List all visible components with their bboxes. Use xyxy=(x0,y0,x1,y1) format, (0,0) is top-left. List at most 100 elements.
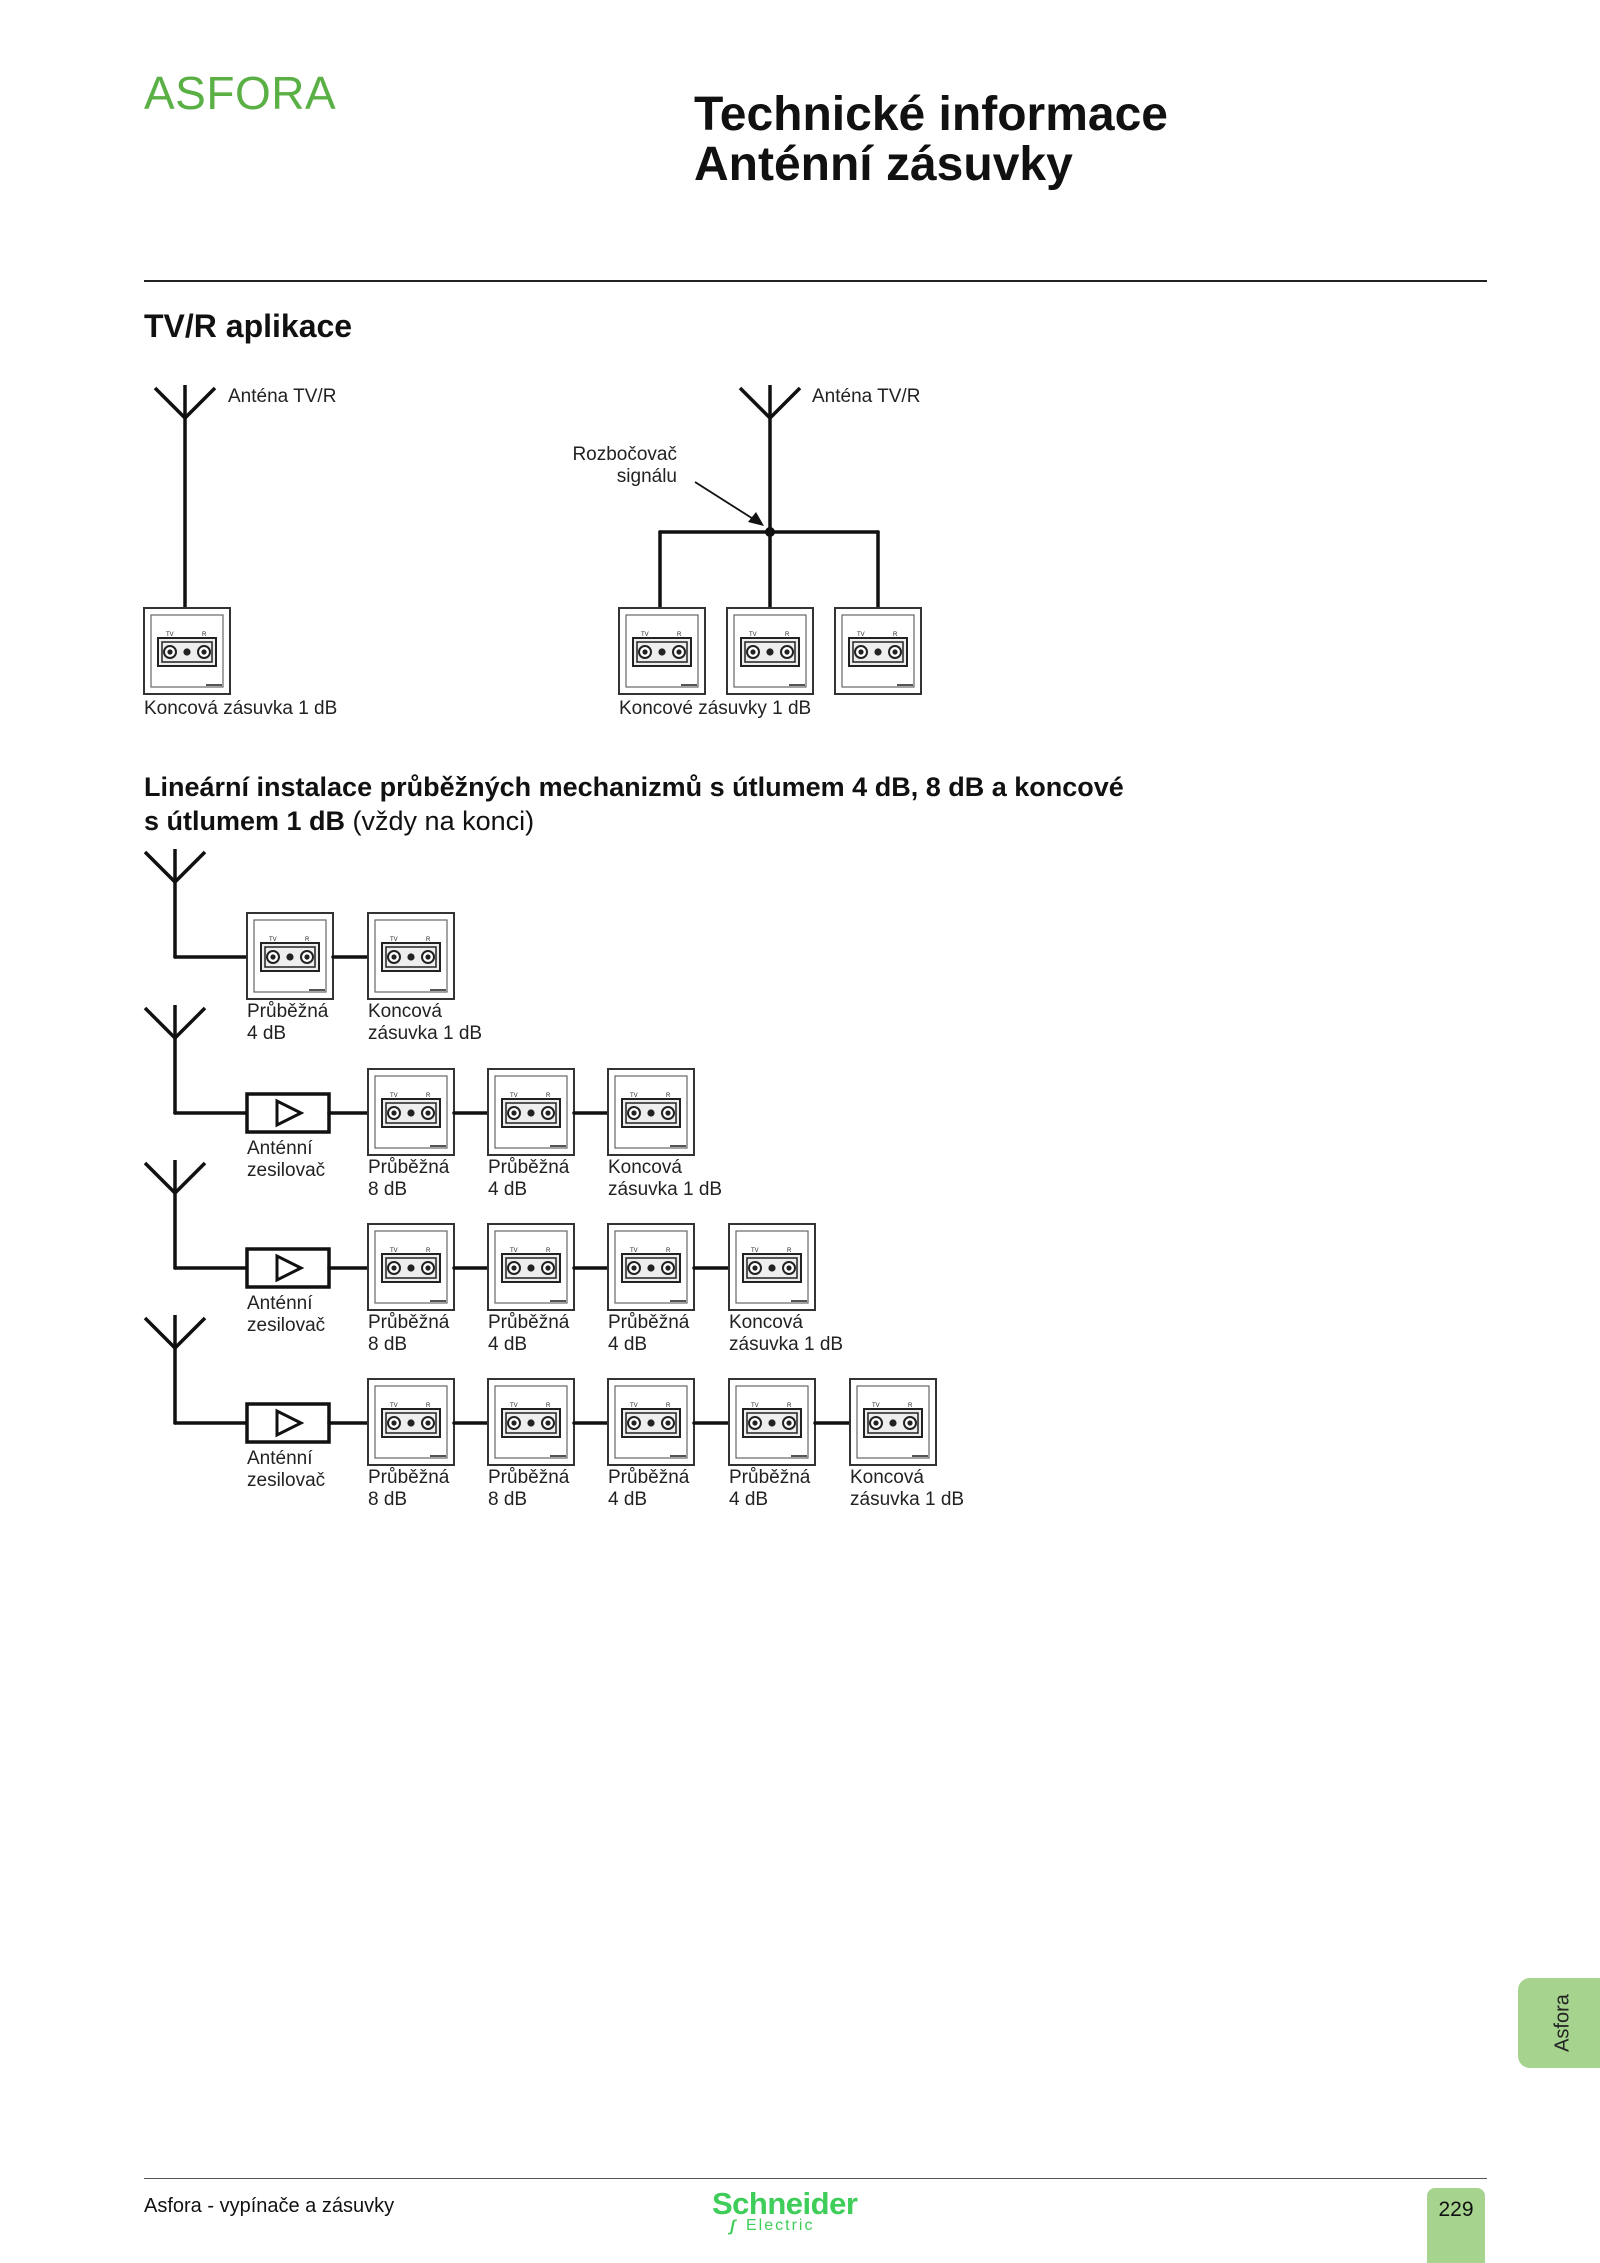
socket-label-r: R xyxy=(426,1248,431,1254)
socket-port-r-pin xyxy=(907,1420,913,1426)
amplifier-label-line2: zesilovač xyxy=(247,1470,325,1491)
logo-sub: Electric xyxy=(746,2217,815,2234)
socket-label-line1: Koncová xyxy=(608,1157,682,1178)
socket-port-r-pin xyxy=(665,1265,671,1271)
side-tab[interactable]: Asfora xyxy=(1518,1978,1600,2068)
socket-module-inner xyxy=(625,1412,677,1434)
socket-label-r: R xyxy=(908,1403,913,1409)
socket-label-r: R xyxy=(787,1248,792,1254)
socket-label-r: R xyxy=(305,937,310,943)
amplifier-label-line1: Anténní xyxy=(247,1138,313,1159)
socket-inner-frame xyxy=(253,919,327,993)
antenna-arm xyxy=(153,386,187,420)
page-title-line2: Anténní zásuvky xyxy=(694,138,1073,191)
socket-port-tv-pin xyxy=(391,1110,397,1116)
socket-port-center xyxy=(766,648,774,656)
socket-module-inner xyxy=(746,1257,798,1279)
socket-label-r: R xyxy=(787,1403,792,1409)
amplifier-label-line2: zesilovač xyxy=(247,1315,325,1336)
logo-mark-icon: ʃ xyxy=(730,2218,736,2235)
socket-label-line2: 4 dB xyxy=(729,1489,768,1510)
socket-label-line1: Průběžná xyxy=(488,1467,570,1488)
socket-module-inner xyxy=(385,1102,437,1124)
socket-inner-frame xyxy=(735,1230,809,1304)
socket-label-line1: Průběžná xyxy=(247,1001,329,1022)
antenna-arm xyxy=(173,1006,207,1040)
socket-module-inner xyxy=(625,1102,677,1124)
socket-module-inner xyxy=(264,946,316,968)
page-title-line1: Technické informace xyxy=(694,88,1168,141)
socket-port-tv-pin xyxy=(642,649,648,655)
logo-name: Schneider xyxy=(712,2186,858,2221)
socket-port-tv-pin xyxy=(752,1420,758,1426)
socket-port-tv-pin xyxy=(167,649,173,655)
socket-port-center xyxy=(407,1264,415,1272)
socket-module-inner xyxy=(636,641,688,663)
socket-label-line2: zásuvka 1 dB xyxy=(850,1489,964,1510)
splitter-label-line1: Rozbočovač xyxy=(572,444,677,465)
socket-port-r-pin xyxy=(545,1110,551,1116)
socket-label-line2: 4 dB xyxy=(247,1023,286,1044)
socket-port-tv-pin xyxy=(511,1265,517,1271)
socket-port-tv-pin xyxy=(631,1110,637,1116)
socket-module-inner xyxy=(385,1412,437,1434)
amplifier-icon-row-3 xyxy=(245,1247,331,1289)
antenna-label-right: Anténa TV/R xyxy=(812,386,920,407)
socket-inner-frame xyxy=(614,1385,688,1459)
socket-inner-frame xyxy=(614,1230,688,1304)
socket-port-tv-pin xyxy=(511,1420,517,1426)
antenna-arm xyxy=(183,386,217,420)
socket-label-tv: TV xyxy=(749,632,757,638)
socket-label-r: R xyxy=(666,1093,671,1099)
socket-module-inner xyxy=(505,1257,557,1279)
socket-label-tv: TV xyxy=(630,1403,638,1409)
antenna-arm xyxy=(173,1161,207,1195)
socket-port-r-pin xyxy=(892,649,898,655)
socket-module-inner xyxy=(505,1102,557,1124)
splitter-pointer xyxy=(694,481,759,523)
socket-label-line2: zásuvka 1 dB xyxy=(729,1334,843,1355)
socket-port-r-pin xyxy=(676,649,682,655)
socket-port-tv-pin xyxy=(391,1265,397,1271)
socket-port-center xyxy=(407,1109,415,1117)
socket-label-line1: Koncová xyxy=(368,1001,442,1022)
page-number: 229 xyxy=(1438,2198,1474,2221)
socket-port-r-pin xyxy=(304,954,310,960)
socket-label-line1: Koncová xyxy=(729,1312,803,1333)
socket-inner-frame xyxy=(856,1385,930,1459)
amplifier-icon-row-2 xyxy=(245,1092,331,1134)
socket-inner-frame xyxy=(374,1230,448,1304)
socket-port-tv-pin xyxy=(511,1110,517,1116)
socket-label-line2: 8 dB xyxy=(368,1489,407,1510)
socket-module-inner xyxy=(385,1257,437,1279)
socket-port-r-pin xyxy=(545,1420,551,1426)
socket-port-tv-pin xyxy=(391,954,397,960)
socket-port-r-pin xyxy=(425,1110,431,1116)
socket-label-line2: zásuvka 1 dB xyxy=(608,1179,722,1200)
socket-inner-frame xyxy=(614,1075,688,1149)
socket-label-r: R xyxy=(426,937,431,943)
section-heading-linear-bold1: Lineární instalace průběžných mechanizmů… xyxy=(144,772,1124,802)
side-tab-label: Asfora xyxy=(1551,1994,1574,2052)
antenna-arm xyxy=(768,386,802,420)
socket-module-inner xyxy=(625,1257,677,1279)
socket-label-r: R xyxy=(426,1093,431,1099)
amplifier-triangle xyxy=(275,1098,305,1128)
antenna-arm xyxy=(143,850,177,884)
amplifier-label-line1: Anténní xyxy=(247,1293,313,1314)
antenna-arm xyxy=(173,850,207,884)
antenna-icon-row-3 xyxy=(143,1160,207,1195)
socket-label-tv: TV xyxy=(857,632,865,638)
section-heading-tvr: TV/R aplikace xyxy=(144,308,353,344)
socket-port-center xyxy=(658,648,666,656)
caption-single-socket: Koncová zásuvka 1 dB xyxy=(144,698,337,719)
